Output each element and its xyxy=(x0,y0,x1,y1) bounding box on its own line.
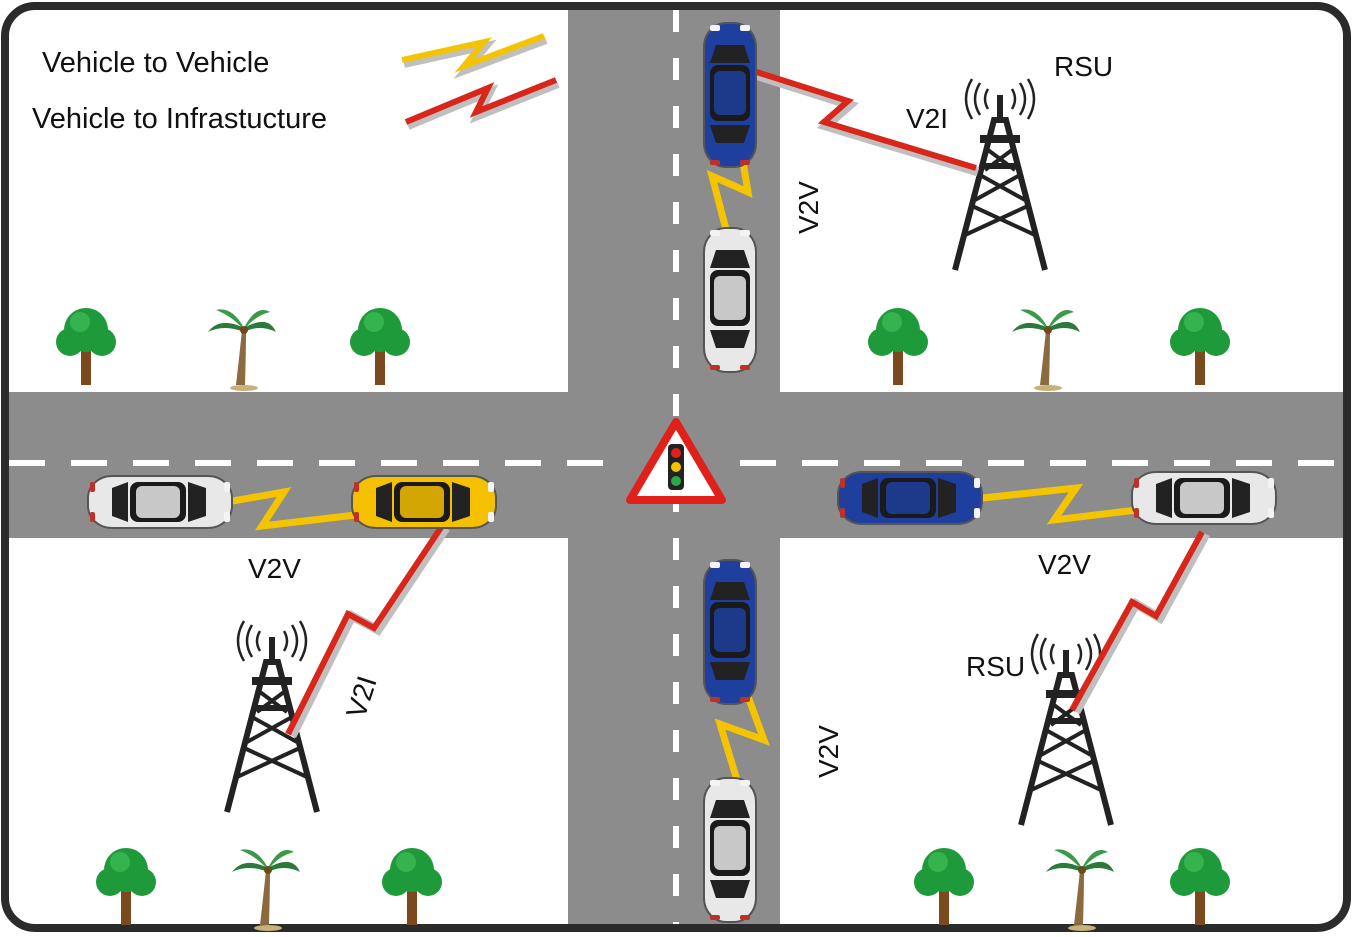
v2i-link-shadow xyxy=(706,55,980,177)
lightning-link-icon xyxy=(963,483,1171,525)
lightning-link-icon xyxy=(714,662,770,792)
car-icon xyxy=(703,22,757,168)
v2v-label-right: V2V xyxy=(1038,549,1091,580)
traffic-light-warning-sign-icon xyxy=(626,418,726,504)
lightning-link-icon xyxy=(401,33,546,73)
legend: Vehicle to Vehicle Vehicle to Infrastuct… xyxy=(32,33,560,135)
legend-v2i-label: Vehicle to Infrastucture xyxy=(32,103,327,135)
rsu-label-bottom-right: RSU xyxy=(966,651,1025,682)
car-icon xyxy=(703,559,757,705)
car-icon xyxy=(1131,471,1277,525)
lightning-link-icon xyxy=(285,524,445,736)
communication-links xyxy=(169,53,1210,792)
v2i-label-top: V2I xyxy=(906,103,948,134)
v2v-label-vertical-top: V2V xyxy=(793,181,824,234)
legend-v2v-label: Vehicle to Vehicle xyxy=(42,47,269,79)
v2v-label-left: V2V xyxy=(248,553,301,584)
car-icon xyxy=(703,777,757,923)
v2v-label-vertical-bottom: V2V xyxy=(813,725,844,778)
car-icon xyxy=(87,475,233,529)
car-icon xyxy=(351,475,497,529)
legend-v2i-shadow xyxy=(406,80,560,130)
car-icon xyxy=(703,227,757,373)
lightning-link-icon xyxy=(705,53,977,171)
lightning-link-icon xyxy=(1069,530,1205,712)
legend-v2v-shadow xyxy=(403,36,548,80)
rsu-label-top-right: RSU xyxy=(1054,51,1113,82)
car-icon xyxy=(837,471,983,525)
lightning-link-icon xyxy=(404,77,558,125)
